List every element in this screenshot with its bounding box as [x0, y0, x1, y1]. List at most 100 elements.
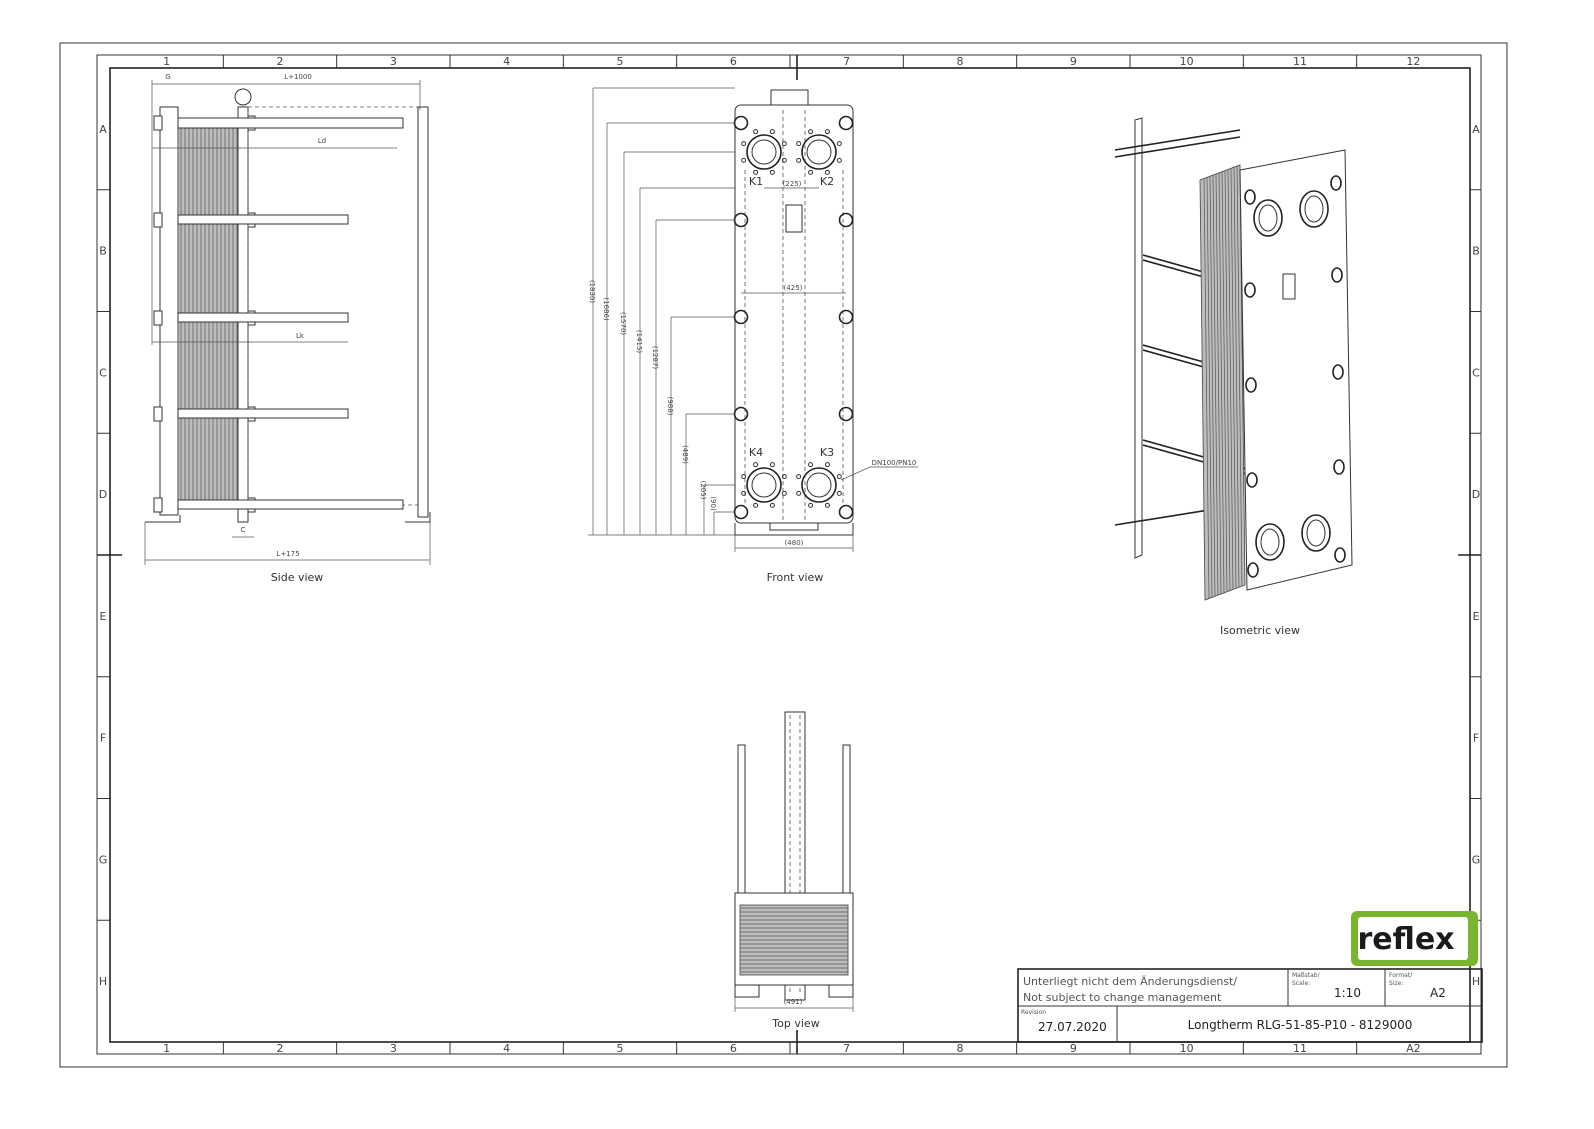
- port-flange: [1301, 514, 1331, 552]
- foot-left: [145, 515, 181, 523]
- port-bore: [1260, 528, 1280, 556]
- bolt-icon: [838, 115, 854, 131]
- dim-g: G: [165, 73, 170, 81]
- grid-row-left: B: [99, 245, 107, 258]
- plate-line: [1221, 171, 1228, 592]
- plate-line: [1212, 175, 1219, 596]
- grid-column-top: 5: [617, 55, 624, 68]
- flange-bolt: [808, 169, 814, 175]
- flange-bolt: [741, 490, 747, 496]
- flange-bolt: [796, 157, 802, 163]
- grid-row-right: E: [1473, 610, 1480, 623]
- grid-column-top: 11: [1293, 55, 1307, 68]
- lifting-eye: [234, 88, 252, 106]
- port-flange: [1255, 523, 1285, 561]
- port-label: K4: [749, 446, 763, 459]
- flange-bolt: [808, 502, 814, 508]
- foot-right: [828, 984, 854, 998]
- flange-bolt: [753, 129, 759, 135]
- isometric-view-label: Isometric view: [1220, 624, 1300, 637]
- vertical-dim-label: (1686): [602, 297, 610, 321]
- port-label: K1: [749, 175, 763, 188]
- flange-bolt: [808, 129, 814, 135]
- support-column: [1134, 117, 1143, 559]
- tie-rod-1: [177, 214, 349, 225]
- flange-bolt: [824, 502, 830, 508]
- grid-column-bottom: 5: [617, 1042, 624, 1055]
- vertical-dim-label: (1415): [635, 330, 643, 354]
- plate-line: [1227, 169, 1234, 590]
- vertical-dim-label: (90): [709, 496, 717, 511]
- port-flange: [746, 467, 782, 503]
- flange-bolt: [769, 129, 775, 135]
- flange-bolt: [753, 462, 759, 468]
- grid-column-bottom: 11: [1293, 1042, 1307, 1055]
- bolt-icon: [1245, 377, 1257, 393]
- grid-column-bottom: 6: [730, 1042, 737, 1055]
- side-view-label: Side view: [271, 571, 324, 584]
- port-bore: [806, 139, 832, 165]
- grid-column-top: 4: [503, 55, 510, 68]
- flange-bolt: [824, 462, 830, 468]
- flange-bolt: [781, 490, 787, 496]
- plate-line: [1215, 174, 1222, 595]
- dim-225: (225): [783, 180, 802, 188]
- iso-front-plate: [1239, 149, 1353, 591]
- plate-line: [1206, 177, 1213, 598]
- flange-bolt: [824, 169, 830, 175]
- top-view-label: Top view: [771, 1017, 819, 1030]
- grid-row-right: C: [1472, 366, 1480, 379]
- grid-row-left: F: [100, 732, 106, 745]
- dim-l-plus-1000: L+1000: [284, 73, 312, 81]
- grid-column-top: 1: [163, 55, 170, 68]
- grid-row-right: A: [1472, 123, 1480, 136]
- dim-l-plus-175: L+175: [276, 550, 299, 558]
- top-bar: [1114, 129, 1241, 151]
- plate-line: [1224, 170, 1231, 591]
- flange-bolt: [836, 474, 842, 480]
- flange-bolt: [741, 474, 747, 480]
- nut: [153, 115, 163, 131]
- plate-line: [1203, 178, 1210, 599]
- grid-column-top: 2: [277, 55, 284, 68]
- port-flange: [801, 467, 837, 503]
- bolts-and-ports: [1244, 175, 1346, 578]
- flange-bolt: [836, 157, 842, 163]
- grid-row-right: H: [1472, 975, 1480, 988]
- rod-left: [737, 744, 746, 896]
- bolt-icon: [1333, 459, 1345, 475]
- reflex-logo: reflex: [1351, 911, 1478, 966]
- grid-column-bottom: 2: [277, 1042, 284, 1055]
- bolt-icon: [1244, 282, 1256, 298]
- tie-rod-2: [177, 312, 349, 323]
- grid-row-right: G: [1472, 853, 1481, 866]
- port-flange: [801, 134, 837, 170]
- top-bar: [1114, 136, 1241, 158]
- port-bore: [1258, 204, 1278, 232]
- foot-left: [734, 984, 760, 998]
- vertical-dim-label: (205): [699, 481, 707, 500]
- flange-bolt: [808, 462, 814, 468]
- plate-line: [1209, 176, 1216, 597]
- grid-row-left: H: [99, 975, 107, 988]
- port-bore: [751, 139, 777, 165]
- grid-column-bottom: 10: [1180, 1042, 1194, 1055]
- grid-column-bottom: 8: [957, 1042, 964, 1055]
- revision-caption: Revision: [1021, 1009, 1046, 1016]
- isometric-view: Isometric view: [1114, 117, 1353, 637]
- dim-ld: Ld: [318, 137, 326, 145]
- grid-column-top: 7: [843, 55, 850, 68]
- grid-row-left: E: [100, 610, 107, 623]
- format-caption-de: Format/: [1389, 972, 1413, 979]
- bolt-icon: [1334, 547, 1346, 563]
- format-value: A2: [1430, 986, 1446, 1000]
- dashed-frame-outline: [247, 106, 426, 506]
- grid-column-top: 8: [957, 55, 964, 68]
- dim-c: C: [241, 526, 246, 534]
- port-label: K2: [820, 175, 834, 188]
- bolt-icon: [838, 309, 854, 325]
- flange-bolt: [769, 462, 775, 468]
- grid-column-bottom: 1: [163, 1042, 170, 1055]
